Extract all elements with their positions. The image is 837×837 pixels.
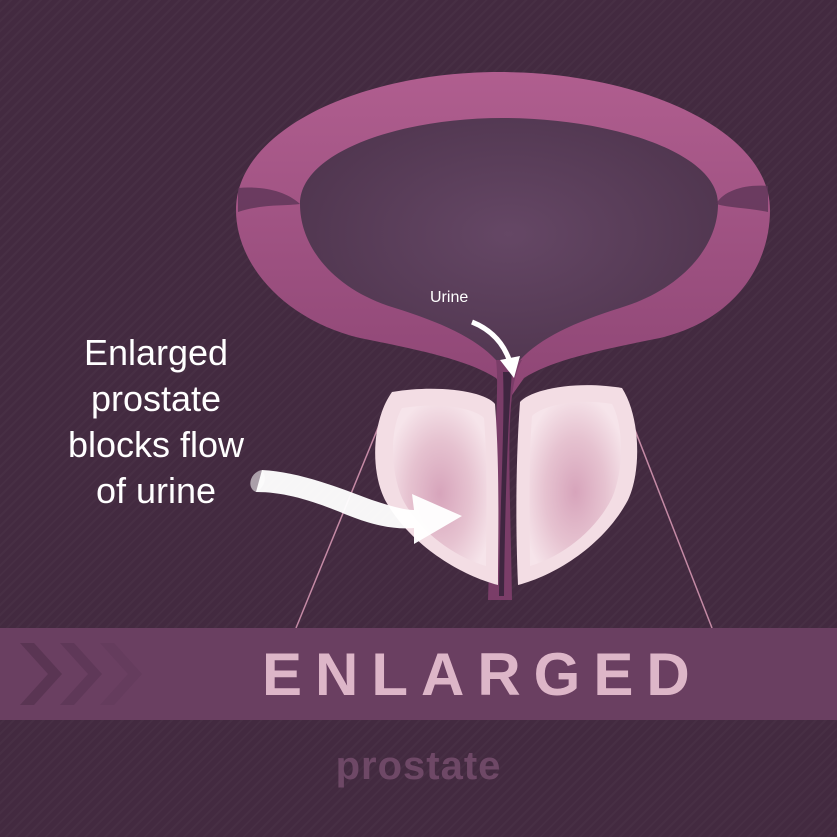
- prostate-right-lobe: [516, 385, 638, 585]
- banner-subtitle: prostate: [335, 744, 502, 788]
- bladder-cavity: [300, 118, 718, 376]
- chevron-icon: [100, 643, 142, 705]
- wall-band-left: [238, 187, 300, 212]
- prostate-left-lobe: [375, 388, 499, 585]
- outline-line-left: [295, 417, 383, 629]
- urethra-inner: [499, 372, 512, 596]
- urine-arrow-head: [500, 356, 520, 378]
- outline-line-right: [627, 411, 713, 629]
- callout-text: Enlarged prostate blocks flow of urine: [67, 332, 245, 511]
- callout-arrow-tail: [250, 470, 265, 492]
- banner-title: ENLARGED: [262, 641, 703, 708]
- urine-label: Urine: [430, 289, 469, 306]
- callout-arrow: [256, 470, 462, 544]
- chevron-icon: [60, 643, 102, 705]
- urine-arrow: [471, 319, 513, 363]
- chevron-icon: [20, 643, 62, 705]
- wall-band-right: [716, 185, 768, 212]
